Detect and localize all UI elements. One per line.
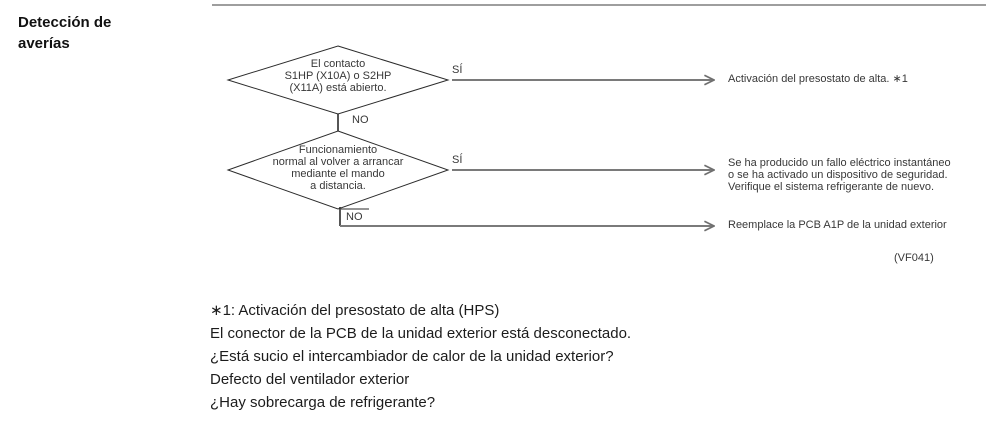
decision-2-line1: Funcionamiento: [298, 144, 378, 156]
result-1: Activación del presostato de alta. ∗1: [728, 73, 908, 85]
result-1-line1: Activación del presostato de alta. ∗1: [728, 73, 908, 85]
result-2: Se ha producido un fallo eléctrico insta…: [728, 157, 951, 193]
result-2-line3: Verifique el sistema refrigerante de nue…: [728, 181, 935, 193]
result-2-line2: o se ha activado un dispositivo de segur…: [728, 169, 948, 181]
no-label-2: NO: [346, 211, 363, 223]
decision-2-line4: a distancia.: [310, 180, 366, 192]
decision-1-line2: S1HP (X10A) o S2HP: [284, 70, 392, 82]
result-2-line1: Se ha producido un fallo eléctrico insta…: [728, 157, 951, 169]
section-title-line2: averías: [18, 35, 70, 52]
footnote-line4: Defecto del ventilador exterior: [210, 371, 410, 388]
decision-2-text: Funcionamiento normal al volver a arranc…: [238, 144, 438, 192]
result-3: Reemplace la PCB A1P de la unidad exteri…: [728, 219, 947, 231]
footnote-line3: ¿Está sucio el intercambiador de calor d…: [210, 348, 614, 365]
no-label-1: NO: [352, 114, 369, 126]
decision-2-line3: mediante el mando: [291, 168, 385, 180]
decision-1-line1: El contacto: [310, 58, 366, 70]
section-title-line1: Detección de: [18, 14, 112, 31]
footnotes: ∗1: Activación del presostato de alta (H…: [210, 299, 770, 414]
decision-1-text: El contacto S1HP (X10A) o S2HP (X11A) es…: [238, 58, 438, 94]
result-3-line1: Reemplace la PCB A1P de la unidad exteri…: [728, 219, 947, 231]
footnote-line1: ∗1: Activación del presostato de alta (H…: [210, 302, 500, 319]
decision-2-line2: normal al volver a arrancar: [272, 156, 404, 168]
section-title: Detección de averías: [18, 12, 188, 54]
decision-1-line3: (X11A) está abierto.: [289, 82, 387, 94]
figure-code: (VF041): [894, 252, 934, 264]
yes-label-2: SÍ: [452, 154, 463, 166]
yes-label-1: SÍ: [452, 64, 463, 76]
footnote-line5: ¿Hay sobrecarga de refrigerante?: [210, 394, 436, 411]
footnote-line2: El conector de la PCB de la unidad exter…: [210, 325, 632, 342]
